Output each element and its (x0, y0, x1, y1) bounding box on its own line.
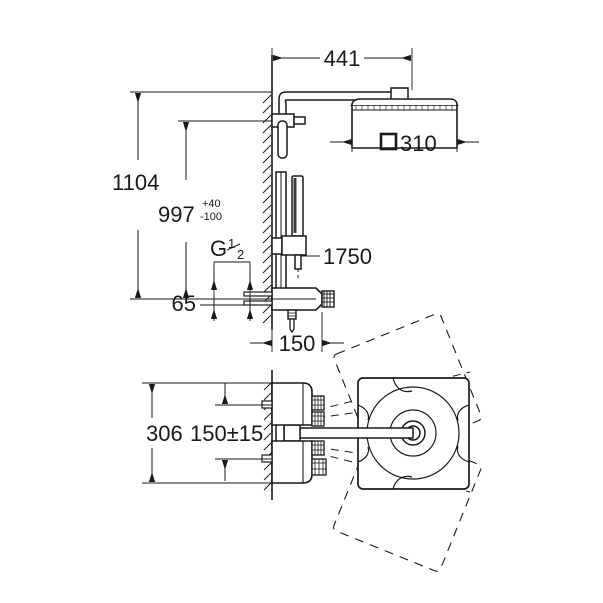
dimension-150-center: 150±15 (190, 383, 272, 481)
thread-numerator: 1 (228, 236, 235, 251)
dimension-65-label: 65 (172, 291, 196, 316)
dimension-997-label: 997 (158, 202, 195, 227)
hose-length-label: 1750 (323, 244, 372, 269)
thread-label-prefix: G (210, 236, 227, 261)
thread-denominator: 2 (237, 247, 244, 262)
dimension-310: 310 (330, 130, 479, 156)
plan-thermostatic-valve-body (261, 382, 327, 484)
tolerance-lower-label: -100 (200, 211, 222, 223)
thermostatic-valve-body (243, 287, 335, 334)
dimension-1104: 1104 (112, 91, 272, 300)
dimension-997: 997 +40 -100 (158, 120, 272, 300)
hand-shower (291, 175, 304, 237)
dimension-441-label: 441 (324, 46, 361, 71)
dimension-150-offset-label: 150 (279, 331, 316, 356)
dimension-306-label: 306 (146, 421, 183, 446)
plan-wall-hatching (263, 382, 272, 491)
dimension-1104-label: 1104 (112, 170, 159, 195)
thread-label-g-half: G 1 2 (210, 236, 254, 290)
dimension-65: 65 (172, 289, 254, 321)
label-1750-hose: 1750 (301, 244, 372, 269)
wall-union-top (271, 113, 306, 159)
dimension-150-offset: 150 (250, 312, 344, 356)
square-rain-shower-head (349, 98, 460, 149)
dimension-310-label: 310 (400, 131, 437, 156)
plan-view: 306 150±15 (142, 313, 482, 572)
square-symbol-icon (379, 132, 398, 151)
riser-pipe (275, 171, 287, 293)
dimension-441: 441 (271, 46, 413, 92)
dimension-306: 306 (142, 382, 272, 484)
dimension-150-center-label: 150±15 (190, 421, 263, 446)
hand-shower-holder (271, 235, 307, 281)
tolerance-upper-label: +40 (202, 198, 221, 210)
